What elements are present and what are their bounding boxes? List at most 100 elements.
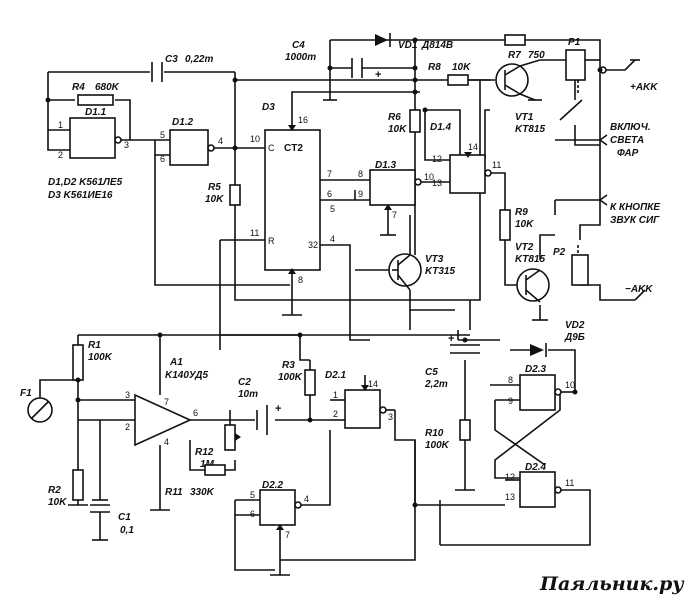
svg-text:R8: R8 bbox=[428, 62, 441, 73]
resistor-r11: R11 330K bbox=[165, 464, 226, 498]
svg-text:12: 12 bbox=[432, 154, 442, 164]
svg-text:+: + bbox=[375, 69, 381, 81]
svg-text:7: 7 bbox=[285, 530, 290, 540]
resistor-r7: R7 750 bbox=[504, 34, 545, 61]
svg-text:4: 4 bbox=[330, 234, 335, 244]
svg-text:P1: P1 bbox=[568, 37, 581, 48]
svg-text:ЗВУК СИГ: ЗВУК СИГ bbox=[610, 215, 660, 226]
svg-text:3: 3 bbox=[125, 390, 130, 400]
svg-text:A1: A1 bbox=[169, 357, 183, 368]
transistor-vt2: VT2 KT815 bbox=[515, 242, 550, 303]
svg-text:VT3: VT3 bbox=[425, 254, 444, 265]
svg-text:5: 5 bbox=[250, 490, 255, 500]
svg-text:6: 6 bbox=[250, 509, 255, 519]
svg-text:330K: 330K bbox=[190, 487, 215, 498]
svg-text:10: 10 bbox=[565, 380, 575, 390]
svg-text:4: 4 bbox=[164, 437, 169, 447]
relay-p2: P2 bbox=[553, 245, 589, 286]
svg-text:10K: 10K bbox=[205, 194, 224, 205]
svg-text:D1.4: D1.4 bbox=[430, 122, 452, 133]
gate-d1-1: D1.1 1 2 3 bbox=[58, 107, 129, 160]
gate-d2-2: D2.2 5 6 4 7 bbox=[250, 480, 309, 540]
resistor-r6: R6 10K bbox=[388, 109, 421, 135]
gate-d1-2: D1.2 5 6 4 bbox=[160, 117, 223, 166]
svg-text:10m: 10m bbox=[238, 389, 258, 400]
svg-text:R9: R9 bbox=[515, 207, 528, 218]
svg-text:11: 11 bbox=[492, 160, 501, 170]
svg-text:VT1: VT1 bbox=[515, 112, 534, 123]
svg-text:ВКЛЮЧ.: ВКЛЮЧ. bbox=[610, 122, 651, 133]
svg-text:KT815: KT815 bbox=[515, 254, 545, 265]
svg-text:СВЕТА: СВЕТА bbox=[610, 135, 644, 146]
watermark: Паяльник.ру bbox=[539, 573, 685, 595]
svg-text:6: 6 bbox=[160, 154, 165, 164]
svg-text:2: 2 bbox=[125, 422, 130, 432]
svg-text:6: 6 bbox=[193, 408, 198, 418]
svg-text:750: 750 bbox=[528, 50, 545, 61]
svg-text:VT2: VT2 bbox=[515, 242, 534, 253]
svg-text:3: 3 bbox=[388, 412, 393, 422]
svg-text:Паяльник.ру: Паяльник.ру bbox=[539, 573, 685, 595]
svg-text:+AKK: +AKK bbox=[630, 82, 658, 93]
capacitor-c1: C1 0,1 bbox=[90, 504, 134, 541]
svg-text:R2: R2 bbox=[48, 485, 61, 496]
svg-text:6: 6 bbox=[327, 189, 332, 199]
svg-text:7: 7 bbox=[327, 169, 332, 179]
capacitor-c4: + C4 1000m bbox=[285, 40, 381, 81]
svg-text:P2: P2 bbox=[553, 247, 566, 258]
svg-text:KT315: KT315 bbox=[425, 266, 455, 277]
svg-text:4: 4 bbox=[304, 494, 309, 504]
svg-text:5: 5 bbox=[330, 204, 335, 214]
svg-text:7: 7 bbox=[164, 397, 169, 407]
capacitor-c5: + C5 2,2m bbox=[424, 333, 480, 390]
svg-text:10: 10 bbox=[424, 172, 434, 182]
svg-text:CT2: CT2 bbox=[284, 143, 303, 154]
svg-text:12: 12 bbox=[505, 472, 515, 482]
svg-text:VD1: VD1 bbox=[398, 40, 418, 51]
gate-d1-4: D1.4 14 12 13 11 bbox=[430, 122, 501, 194]
capacitor-c2: + C2 10m bbox=[238, 377, 281, 435]
svg-text:0,22m: 0,22m bbox=[185, 54, 213, 65]
svg-text:R6: R6 bbox=[388, 112, 401, 123]
svg-text:100K: 100K bbox=[278, 372, 303, 383]
svg-text:13: 13 bbox=[432, 178, 442, 188]
wire-network-bottom bbox=[39, 334, 505, 576]
wire-network bbox=[47, 39, 635, 546]
svg-text:100K: 100K bbox=[88, 352, 113, 363]
svg-text:5: 5 bbox=[160, 130, 165, 140]
svg-text:10K: 10K bbox=[452, 62, 471, 73]
resistor-r3: R3 100K bbox=[278, 360, 316, 396]
svg-text:C: C bbox=[268, 143, 275, 153]
svg-text:4: 4 bbox=[218, 136, 223, 146]
svg-text:8: 8 bbox=[358, 169, 363, 179]
svg-text:D2.3: D2.3 bbox=[525, 364, 547, 375]
transistor-vt1: VT1 KT815 bbox=[495, 59, 545, 135]
svg-text:C1: C1 bbox=[118, 512, 131, 523]
svg-text:680K: 680K bbox=[95, 82, 120, 93]
resistor-r8: R8 10K bbox=[428, 62, 471, 86]
diode-vd2: VD2 Д9Б bbox=[530, 320, 585, 357]
svg-text:D2.4: D2.4 bbox=[525, 462, 547, 473]
svg-text:−AKK: −AKK bbox=[625, 284, 653, 295]
svg-text:+: + bbox=[448, 333, 454, 345]
svg-text:11: 11 bbox=[565, 478, 574, 488]
svg-text:1: 1 bbox=[58, 120, 63, 130]
svg-text:C2: C2 bbox=[238, 377, 251, 388]
lights-output-label: ВКЛЮЧ. СВЕТА ФАР bbox=[599, 122, 651, 159]
terminal-minus-akk: −AKK bbox=[625, 284, 653, 301]
svg-text:14: 14 bbox=[368, 379, 378, 389]
svg-text:9: 9 bbox=[358, 189, 363, 199]
counter-d3: D3 16 10 C CT2 7 6 5 11 R 32 4 8 bbox=[250, 102, 335, 285]
svg-text:14: 14 bbox=[468, 142, 478, 152]
svg-text:10K: 10K bbox=[388, 124, 407, 135]
gate-d2-1: D2.1 1 2 14 3 bbox=[325, 370, 393, 429]
svg-text:R3: R3 bbox=[282, 360, 295, 371]
svg-text:R: R bbox=[268, 236, 275, 246]
svg-text:11: 11 bbox=[250, 228, 259, 238]
svg-text:R4: R4 bbox=[72, 82, 85, 93]
svg-text:10K: 10K bbox=[515, 219, 534, 230]
horn-output-label: К КНОПКЕ ЗВУК СИГ bbox=[599, 194, 660, 226]
svg-text:R12: R12 bbox=[195, 447, 214, 458]
svg-text:R11: R11 bbox=[165, 487, 183, 498]
svg-text:KT815: KT815 bbox=[515, 124, 545, 135]
